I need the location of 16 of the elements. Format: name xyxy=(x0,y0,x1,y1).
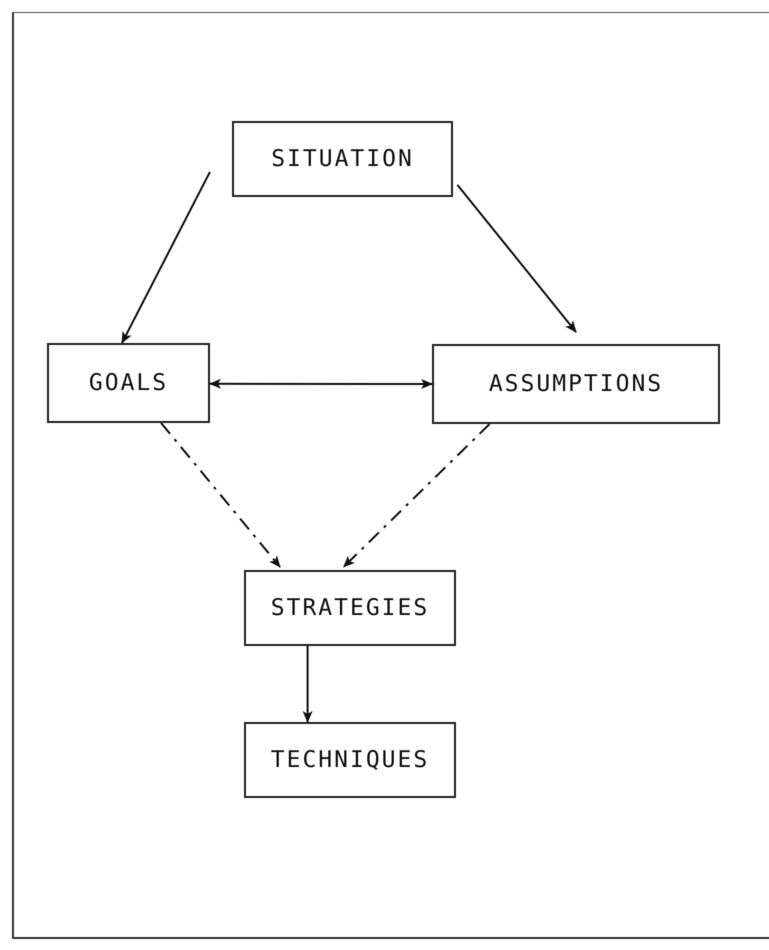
box-label: TECHNIQUES xyxy=(270,747,430,773)
box-label: STRATEGIES xyxy=(270,595,430,621)
process-box xyxy=(47,343,210,423)
arrow xyxy=(302,646,313,723)
arrow xyxy=(342,423,490,568)
arrow xyxy=(456,184,577,333)
box-label: SITUATION xyxy=(271,146,414,172)
arrow xyxy=(209,378,433,389)
process-box xyxy=(432,344,720,424)
process-box xyxy=(244,722,456,798)
process-box xyxy=(232,121,453,197)
box-label: GOALS xyxy=(88,370,168,396)
process-box xyxy=(244,570,456,646)
arrow xyxy=(121,171,211,344)
arrow xyxy=(160,422,281,568)
box-label: ASSUMPTIONS xyxy=(488,371,664,397)
